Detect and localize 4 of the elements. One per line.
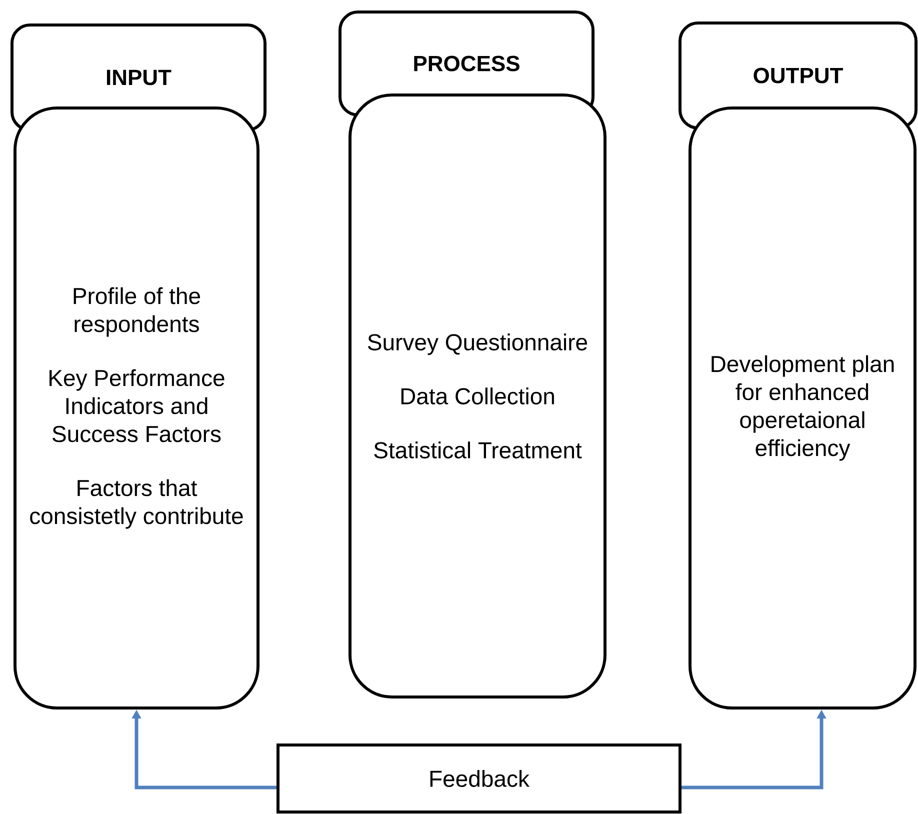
rounded-box: Development plan for enhanced operetaional efficiency — [688, 106, 916, 710]
rounded-box: Profile of the respondents Key Performance Indicators and Success Factors Factors that consistetly contribute — [14, 106, 260, 710]
feedback-box: Feedback — [276, 744, 682, 814]
rounded-box: Survey Questionnaire Data Collection Statistical Treatment — [348, 94, 606, 698]
